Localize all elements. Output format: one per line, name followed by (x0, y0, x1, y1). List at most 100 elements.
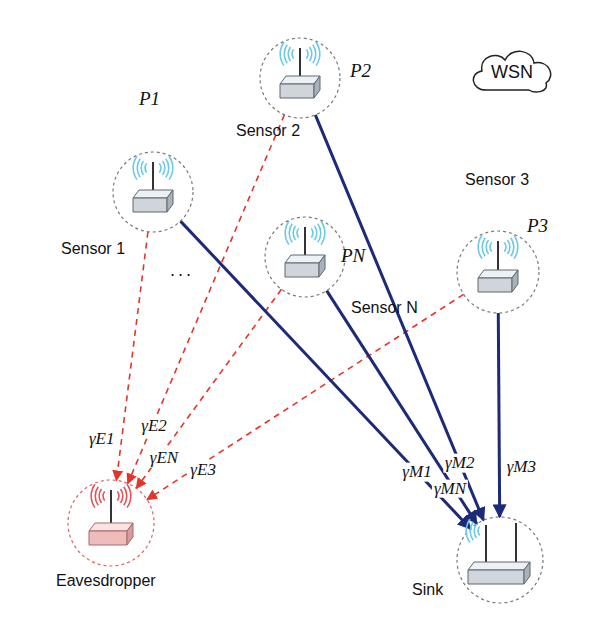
radio-wave (94, 486, 98, 506)
device-side (524, 562, 530, 584)
radio-wave (477, 235, 482, 259)
radio-wave (117, 491, 120, 501)
radio-wave (473, 524, 477, 539)
radio-wave (279, 42, 284, 66)
antenna (497, 241, 499, 272)
radio-wave (311, 228, 314, 238)
device-node: Sensor NPN (263, 215, 347, 299)
device-top (478, 270, 518, 278)
node-name: Sensor 1 (61, 240, 125, 258)
radio-wave (168, 156, 173, 180)
eavesdrop-link (147, 294, 464, 499)
radio-wave (144, 163, 147, 173)
antenna (110, 490, 112, 523)
power-label: PN (341, 245, 365, 267)
radio-wave (507, 240, 511, 255)
device-node: Sensor 3P3 (455, 229, 541, 315)
device-front (468, 570, 524, 584)
sensor-shape (455, 229, 541, 315)
device-node: Sensor 2P2 (258, 36, 342, 120)
node-name: Sensor 3 (465, 171, 529, 189)
antenna (152, 162, 154, 192)
node-name: Eavesdropper (56, 572, 156, 590)
node-name: Sensor N (351, 299, 418, 317)
radio-wave (136, 158, 140, 178)
channel-gain-label: γEN (148, 449, 180, 468)
radio-wave (510, 237, 514, 257)
radio-wave (165, 158, 169, 178)
range-circle (113, 152, 193, 232)
eavesdrop-link (116, 232, 148, 481)
device-top (133, 190, 173, 198)
device-front (478, 278, 512, 292)
device-top (468, 562, 530, 570)
device-node: Sink (455, 515, 545, 605)
range-circle (265, 217, 345, 297)
sensor-shape (111, 150, 195, 234)
device-node: Sensor 1P1 (111, 150, 195, 234)
channel-gain-label: γM1 (400, 463, 433, 482)
sensor-shape (258, 36, 342, 120)
radio-wave (513, 235, 518, 259)
radio-wave (288, 223, 292, 243)
radio-wave (481, 237, 485, 257)
device-side (167, 190, 173, 212)
network-cloud: WSN (466, 44, 558, 96)
radio-wave (320, 221, 325, 245)
power-label: P1 (139, 88, 160, 110)
radio-wave (465, 519, 470, 543)
radio-wave (504, 242, 507, 252)
channel-gain-label: γE2 (139, 417, 169, 436)
device-front (89, 531, 127, 545)
cloud-outline (473, 51, 550, 92)
device-front (133, 198, 167, 212)
radio-wave (287, 47, 291, 62)
power-label: P3 (527, 215, 548, 237)
channel-gain-label: γE3 (188, 461, 218, 480)
network-label: WSN (491, 62, 533, 83)
radio-wave (283, 44, 287, 64)
radio-wave (123, 486, 127, 506)
radio-wave (314, 226, 318, 241)
device-top (89, 523, 133, 531)
main-link (180, 221, 470, 529)
device-side (319, 255, 325, 277)
node-name: Sensor 2 (236, 122, 300, 140)
device-top (285, 255, 325, 263)
channel-gain-label: γMN (432, 479, 468, 498)
radio-wave (469, 521, 473, 541)
radio-wave (132, 156, 137, 180)
radio-wave (317, 223, 321, 243)
device-side (314, 76, 320, 98)
radio-wave (489, 242, 492, 252)
power-label: P2 (350, 60, 371, 82)
radio-wave (312, 44, 316, 64)
node-name: Sink (412, 581, 443, 599)
radio-wave (162, 161, 166, 176)
eve-shape (66, 478, 156, 568)
radio-wave (90, 484, 95, 508)
radio-wave (292, 226, 296, 241)
radio-wave (306, 49, 309, 59)
antenna (299, 48, 301, 78)
channel-gain-label: γM2 (443, 454, 476, 473)
range-circle (457, 517, 543, 603)
range-circle (457, 231, 539, 313)
radio-wave (120, 489, 124, 504)
radio-wave (126, 484, 131, 508)
radio-wave (296, 228, 299, 238)
antenna (515, 523, 517, 562)
antenna (304, 227, 306, 257)
eavesdrop-link (128, 115, 285, 484)
range-circle (260, 38, 340, 118)
radio-wave (291, 49, 294, 59)
sink-shape (455, 515, 545, 605)
device-front (285, 263, 319, 277)
radio-wave (284, 221, 289, 245)
main-link (315, 115, 483, 520)
radio-wave (309, 47, 313, 62)
radio-wave (315, 42, 320, 66)
device-top (280, 76, 320, 84)
antenna (485, 525, 487, 564)
